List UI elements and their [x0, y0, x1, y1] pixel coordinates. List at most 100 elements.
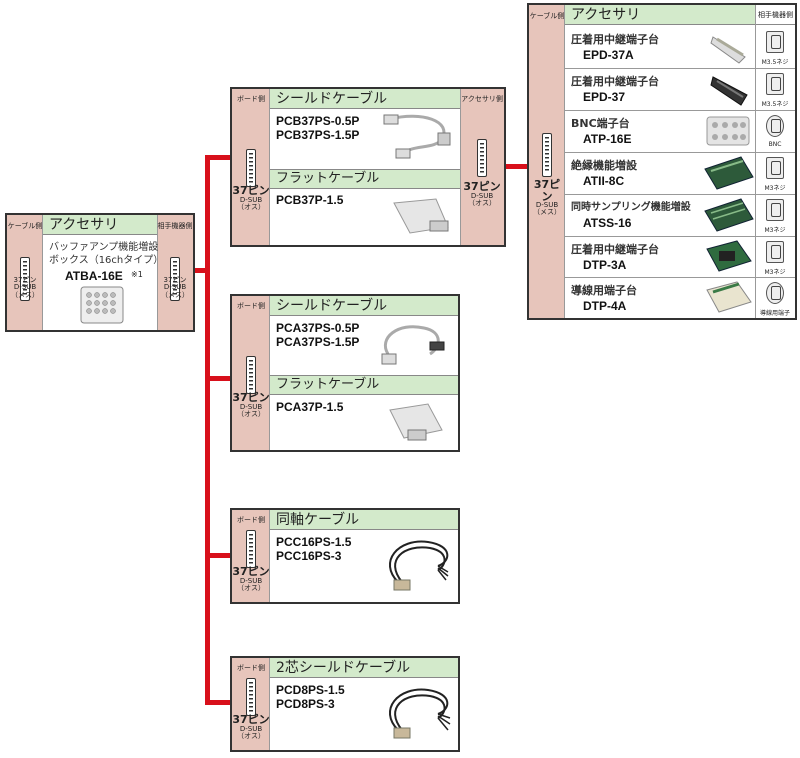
sampling-board-image	[704, 198, 754, 232]
cable-side-label: ケーブル側	[529, 12, 565, 20]
wire-terminal-board-image	[706, 281, 752, 313]
mate-label: M3ネジ	[764, 185, 786, 192]
screw-terminal-icon	[766, 241, 784, 263]
cable-part-number: PCA37PS-1.5P	[276, 335, 360, 349]
cable-type-header: シールドケーブル	[270, 296, 458, 316]
accessory-name: 導線用端子台	[571, 284, 637, 297]
cable-part-number: PCB37PS-1.5P	[276, 128, 360, 142]
connector-line-box1	[205, 155, 232, 160]
bnc-connector-icon	[766, 115, 784, 137]
cable-side-label: ケーブル側	[7, 222, 43, 230]
cable-part-number: PCC16PS-3	[276, 549, 342, 563]
acc-connector-male-icon	[477, 139, 487, 177]
coax-cable-image	[388, 540, 449, 591]
cable-type-header: 2芯シールドケーブル	[270, 658, 458, 678]
left-mate-connector-icon	[170, 257, 180, 301]
mate-label: 導線用端子	[759, 310, 790, 317]
accessory-name: BNC端子台	[571, 117, 630, 130]
connector-line-box4	[205, 700, 232, 705]
mate-label: BNC	[768, 141, 782, 148]
accessory-name: 圧着用中継端子台	[571, 33, 659, 46]
right-mate-header-bg	[756, 5, 795, 25]
flat-cable-part-number: PCB37P-1.5	[276, 193, 344, 207]
board-connector-male-icon	[246, 678, 256, 716]
isolation-board-image	[704, 156, 754, 190]
accessory-part-number: DTP-4A	[583, 299, 627, 313]
cable-part-number: PCD8PS-3	[276, 697, 335, 711]
left-pin-label: 37ピン D-SUB （メス）	[11, 276, 39, 299]
accessory-part-number: ATP-16E	[583, 132, 632, 146]
wire-terminal-icon	[766, 282, 784, 304]
board-connector-male-icon	[246, 356, 256, 394]
board-side-label: ボード側	[237, 95, 265, 103]
accessory-name: 同時サンプリング機能増設	[571, 202, 691, 213]
accessory-name: 圧着用中継端子台	[571, 243, 659, 256]
row-separator	[565, 110, 795, 111]
board-side-label: ボード側	[237, 664, 265, 672]
mate-label: M3.5ネジ	[761, 59, 789, 66]
shield-cable-image	[383, 114, 451, 159]
accessory-part-number: EPD-37A	[583, 48, 634, 62]
footnote-mark: ※1	[131, 270, 143, 279]
connector-line-right	[505, 164, 531, 169]
board-pin-label: 37ピン D-SUB （オス）	[232, 565, 270, 592]
buffer-amp-part-number: ATBA-16E	[65, 269, 123, 283]
mate-label: M3ネジ	[764, 269, 786, 276]
cable-part-number: PCB37PS-0.5P	[276, 114, 360, 128]
buffer-amp-box-image	[80, 286, 124, 324]
two-core-cable-image	[388, 688, 451, 739]
cable-box-pca: ボード側 37ピン D-SUB （オス） シールドケーブル PCA37PS-0.…	[230, 294, 460, 452]
flat-cable-image	[393, 198, 449, 234]
screw-terminal-icon	[766, 199, 784, 221]
cable-part-number: PCC16PS-1.5	[276, 535, 352, 549]
right-accessory-title: アクセサリ	[565, 5, 755, 25]
connector-line-trunk	[205, 157, 210, 705]
right-header-sep	[755, 5, 756, 318]
left-accessory-title: アクセサリ	[43, 215, 157, 235]
accessory-part-number: ATSS-16	[583, 216, 632, 230]
buffer-amp-name-line2: ボックス（16chタイプ）	[49, 255, 164, 266]
row-separator	[565, 152, 795, 153]
terminal-block-image	[710, 76, 748, 106]
screw-terminal-icon	[766, 73, 784, 95]
cable-type-header: 同軸ケーブル	[270, 510, 458, 530]
right-accessory-box: ケーブル側 アクセサリ 相手機器側 37ピン D-SUB （メス） 圧着用中継端…	[527, 3, 797, 320]
screw-terminal-icon	[766, 157, 784, 179]
cable-box-pcb: ボード側 37ピン D-SUB （オス） シールドケーブル PCB37PS-0.…	[230, 87, 506, 247]
flat-cable-part-number: PCA37P-1.5	[276, 400, 344, 414]
row-separator	[565, 277, 795, 278]
screw-terminal-icon	[766, 31, 784, 53]
right-pin-label: 37ピン D-SUB （メス）	[533, 178, 561, 217]
shield-cable-image	[381, 325, 445, 365]
connector-line-box3	[205, 553, 232, 558]
flat-cable-header: フラットケーブル	[270, 375, 458, 395]
row-separator	[565, 68, 795, 69]
bnc-terminal-image	[706, 116, 750, 146]
cable-type-header: シールドケーブル	[270, 89, 460, 109]
left-mate-pin-label: 37ピン D-SUB （メス）	[161, 276, 189, 299]
mate-label: M3.5ネジ	[761, 101, 789, 108]
cable-box-pcc: ボード側 37ピン D-SUB （オス） 同軸ケーブル PCC16PS-1.5 …	[230, 508, 460, 604]
cable-part-number: PCA37PS-0.5P	[276, 321, 360, 335]
board-pin-label: 37ピン D-SUB （オス）	[232, 713, 270, 740]
mate-side-label: 相手機器側	[157, 222, 193, 230]
right-connector-female-icon	[542, 133, 552, 177]
board-connector-male-icon	[246, 149, 256, 187]
left-connector-female-icon	[20, 257, 30, 301]
board-pin-label: 37ピン D-SUB （オス）	[232, 391, 270, 418]
accessory-name: 圧着用中継端子台	[571, 75, 659, 88]
mate-side-label: 相手機器側	[758, 11, 793, 19]
accessory-part-number: DTP-3A	[583, 258, 627, 272]
terminal-board-image	[706, 240, 752, 272]
accessory-part-number: ATII-8C	[583, 174, 625, 188]
cable-part-number: PCD8PS-1.5	[276, 683, 345, 697]
connector-line-box2	[205, 376, 232, 381]
terminal-block-image	[710, 36, 746, 64]
board-connector-male-icon	[246, 530, 256, 568]
accessory-name: 絶縁機能増設	[571, 159, 637, 172]
flat-cable-header: フラットケーブル	[270, 169, 460, 189]
row-separator	[565, 236, 795, 237]
acc-pin-label: 37ピン D-SUB （オス）	[463, 180, 501, 207]
left-accessory-box: ケーブル側 アクセサリ 相手機器側 37ピン D-SUB （メス） バッファアン…	[5, 213, 195, 332]
row-separator	[565, 194, 795, 195]
